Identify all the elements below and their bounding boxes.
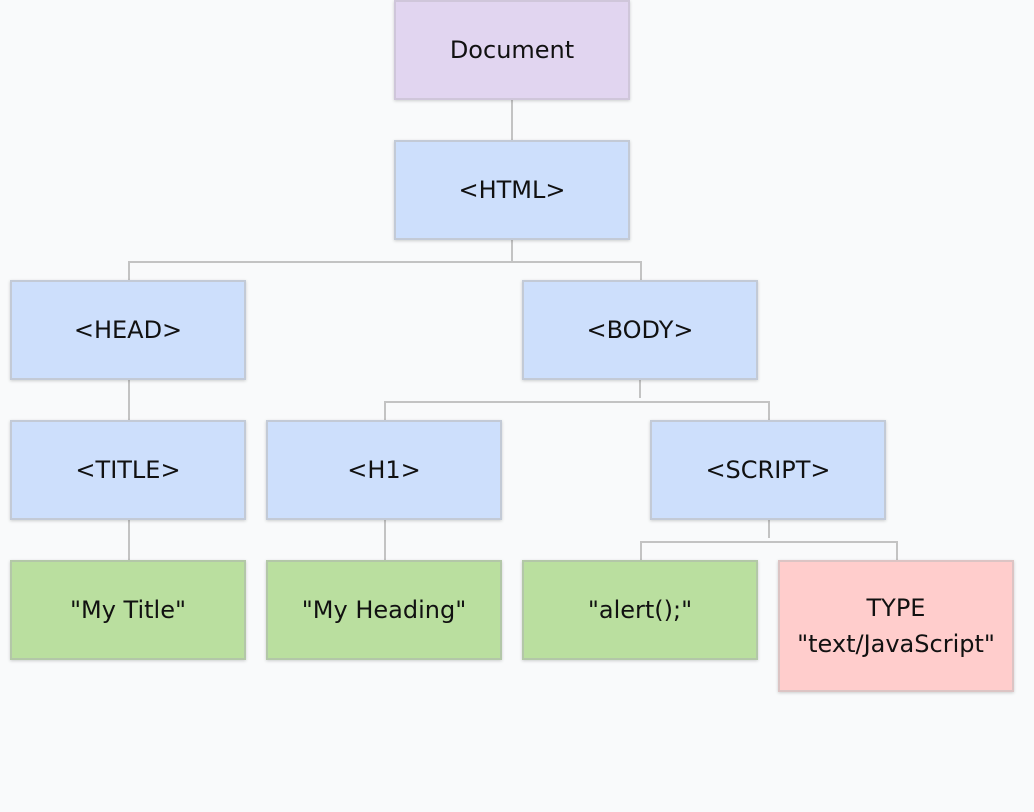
h1-element-node: <H1> [266, 420, 502, 520]
head-element-node: <HEAD> [10, 280, 246, 380]
document-node: Document [394, 0, 630, 100]
html-element-node: <HTML> [394, 140, 630, 240]
body-element-node: <BODY> [522, 280, 758, 380]
edge-html-children [128, 240, 642, 280]
my-heading-text-node: "My Heading" [266, 560, 502, 660]
type-attribute-node: TYPE "text/JavaScript" [778, 560, 1014, 692]
edge-body-children [384, 380, 770, 420]
script-element-node: <SCRIPT> [650, 420, 886, 520]
title-element-node: <TITLE> [10, 420, 246, 520]
edge-script-children [640, 520, 898, 560]
my-title-text-node: "My Title" [10, 560, 246, 660]
alert-text-node: "alert();" [522, 560, 758, 660]
